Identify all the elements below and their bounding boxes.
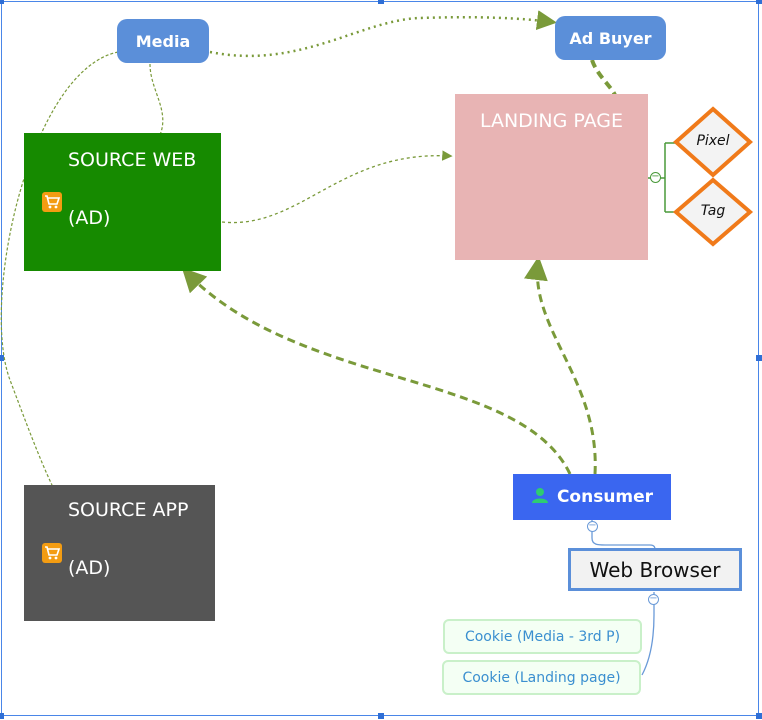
source-web-node[interactable]: SOURCE WEB (AD) <box>24 133 221 271</box>
cart-icon <box>42 543 62 563</box>
connector-adbuyer-landing <box>590 59 617 96</box>
resize-handle-right[interactable] <box>756 355 762 361</box>
source-app-title: SOURCE APP <box>68 499 189 521</box>
web-browser-label: Web Browser <box>589 557 721 582</box>
connector-browser-cookies <box>641 592 655 676</box>
resize-handle-top-right[interactable] <box>756 0 762 4</box>
landing-page-node[interactable]: LANDING PAGE <box>455 94 648 260</box>
collapse-icon[interactable]: − <box>648 593 659 605</box>
resize-handle-bottom-right[interactable] <box>756 713 762 719</box>
connector-consumer-browser <box>591 520 656 551</box>
resize-handle-left[interactable] <box>0 355 4 361</box>
cookie-label: Cookie (Landing page) <box>462 669 621 686</box>
resize-handle-bottom-left[interactable] <box>0 713 4 719</box>
source-app-node[interactable]: SOURCE APP (AD) <box>24 485 215 621</box>
consumer-node[interactable]: Consumer <box>513 474 671 520</box>
source-app-ad-label: (AD) <box>68 557 111 579</box>
media-label: Media <box>135 31 191 51</box>
pixel-label[interactable]: Pixel <box>696 133 730 149</box>
web-browser-node[interactable]: Web Browser <box>568 548 742 591</box>
connector-sourceweb-landing <box>221 150 453 224</box>
resize-handle-bottom[interactable] <box>378 713 384 719</box>
landing-page-label: LANDING PAGE <box>479 110 624 132</box>
cookie-item[interactable]: Cookie (Media - 3rd P) <box>443 619 642 654</box>
connector-consumer-landing <box>523 256 597 475</box>
source-web-ad-label: (AD) <box>68 207 111 229</box>
user-icon <box>531 486 549 509</box>
resize-handle-top-left[interactable] <box>0 0 4 4</box>
cookie-item[interactable]: Cookie (Landing page) <box>442 660 641 695</box>
connector-media-sourceapp <box>0 51 119 486</box>
cookie-label: Cookie (Media - 3rd P) <box>464 628 621 645</box>
collapse-icon[interactable]: − <box>587 520 598 532</box>
tag-diamond <box>672 177 754 247</box>
connector-media-adbuyer <box>209 10 557 58</box>
pixel-diamond <box>672 106 754 178</box>
ad-buyer-label: Ad Buyer <box>569 28 652 48</box>
ad-buyer-node[interactable]: Ad Buyer <box>555 16 666 60</box>
source-web-title: SOURCE WEB <box>68 149 197 171</box>
collapse-icon[interactable]: − <box>650 171 661 183</box>
cart-icon <box>42 192 62 212</box>
consumer-label: Consumer <box>556 487 654 507</box>
resize-handle-top[interactable] <box>378 0 384 4</box>
connector-consumer-sourceweb <box>181 267 572 475</box>
tag-label[interactable]: Tag <box>700 203 726 219</box>
connector-media-sourceweb <box>149 63 164 136</box>
media-node[interactable]: Media <box>117 19 209 63</box>
